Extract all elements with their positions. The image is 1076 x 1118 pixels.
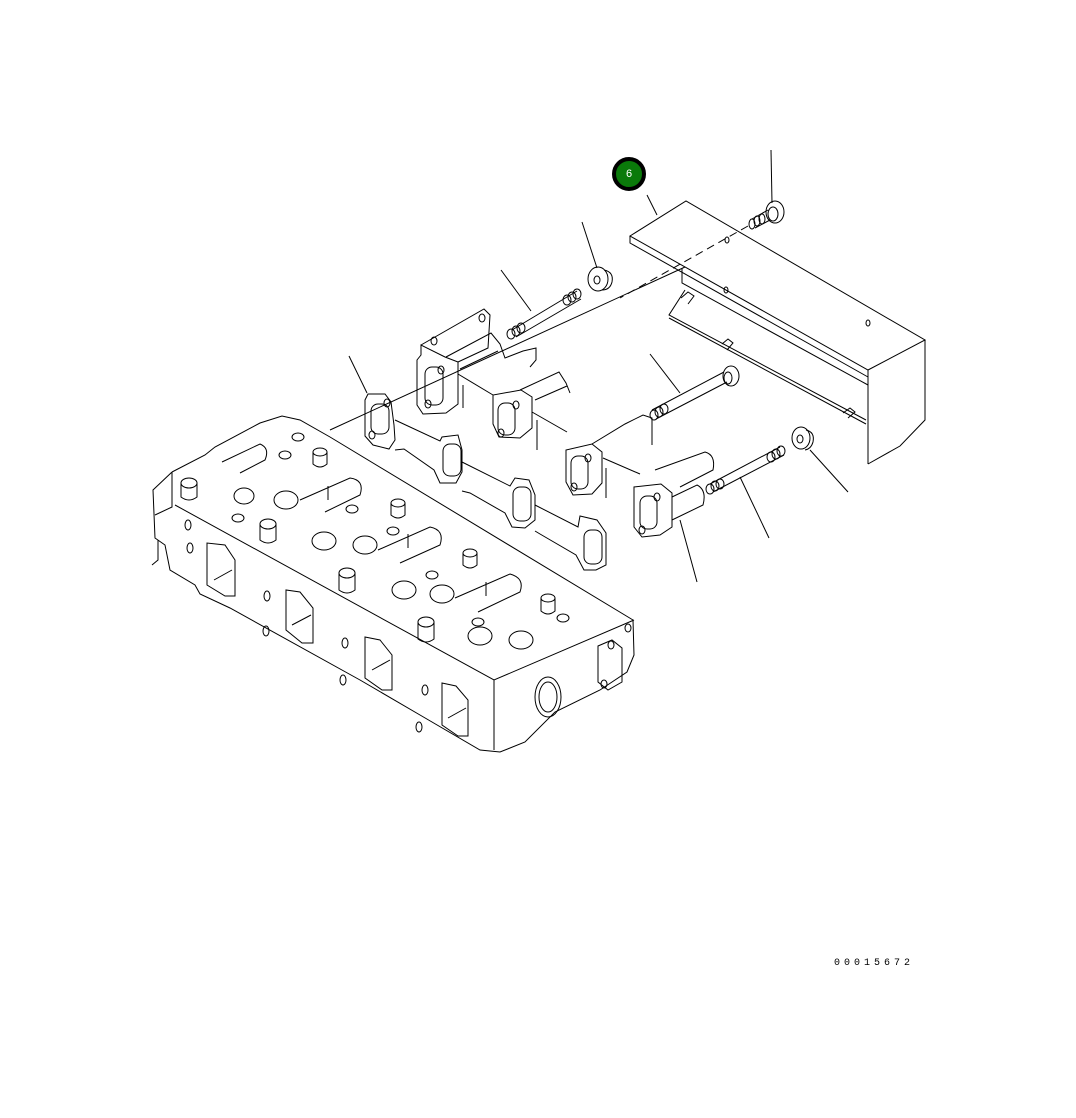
flange-bolt-top[interactable] [619,149,785,299]
callout-badge-6[interactable]: 6 [612,157,646,191]
callout-label: 6 [625,168,633,180]
callout-leader-line [646,194,658,216]
stud-lower[interactable] [705,445,786,539]
cylinder-head[interactable] [151,415,635,753]
gasket[interactable] [329,266,686,571]
bolt-middle[interactable] [649,353,740,421]
nut-lower[interactable] [791,426,849,493]
drawing-number: 00015672 [834,958,915,969]
exhaust-manifold[interactable] [416,308,715,583]
heat-shield-cover[interactable] [629,200,927,465]
nut-upper[interactable] [581,221,613,292]
stud-upper[interactable] [500,269,582,340]
